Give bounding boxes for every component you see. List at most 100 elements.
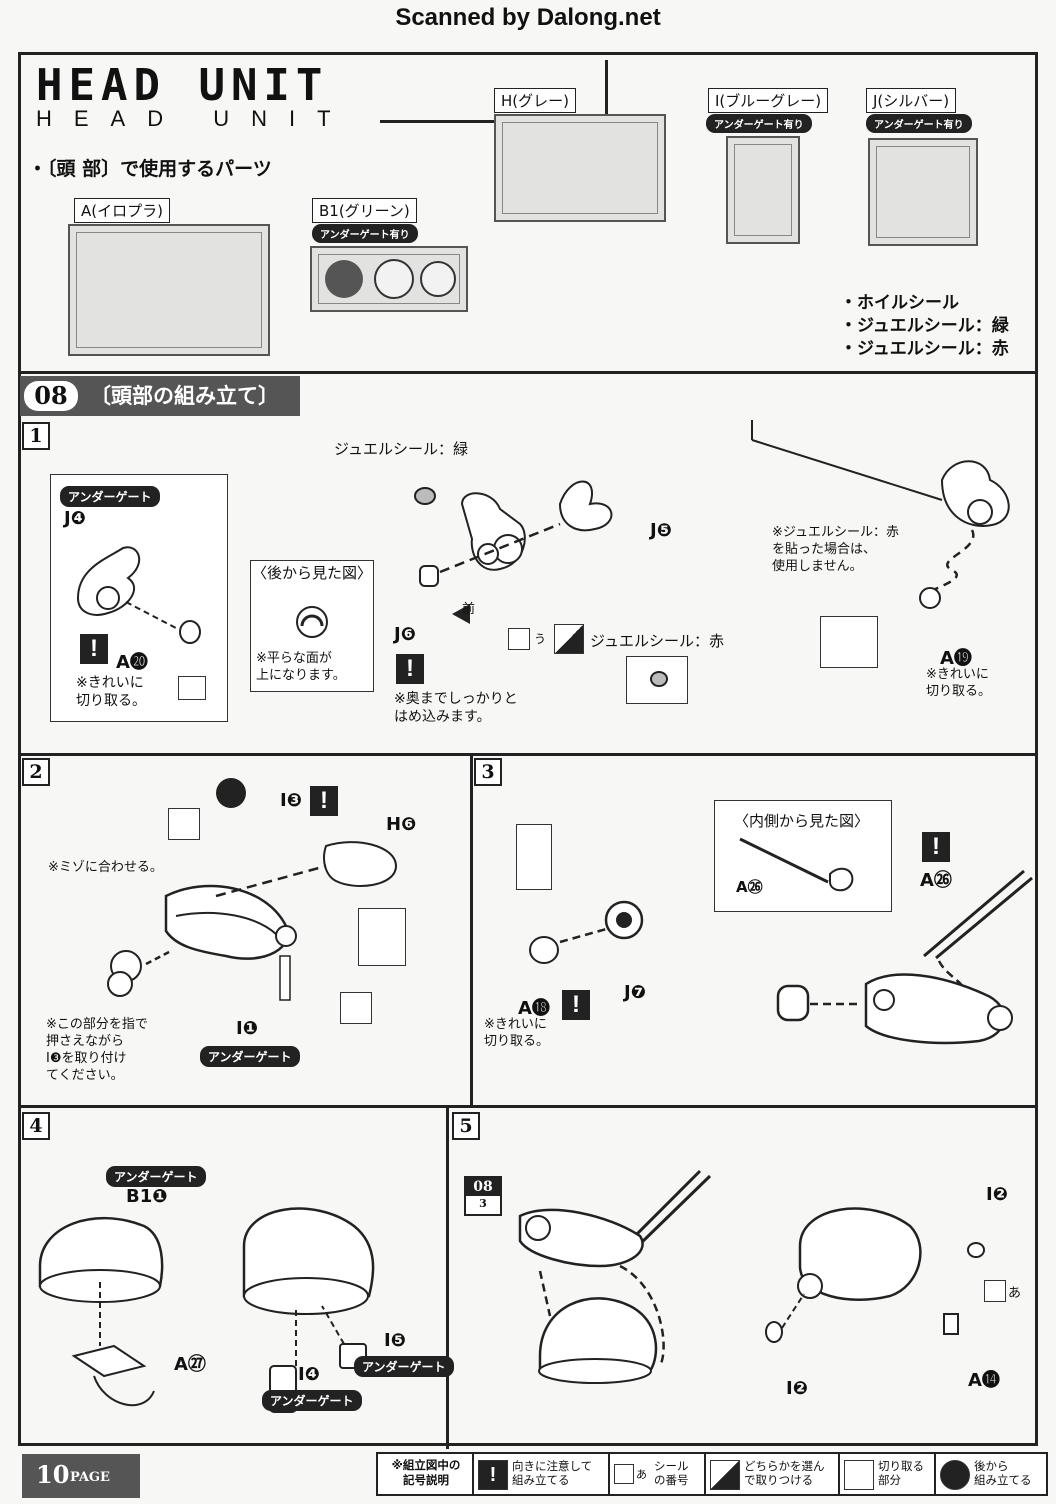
seal-u-symbol: う bbox=[534, 632, 547, 646]
legend-seal-text: シール の番号 bbox=[654, 1459, 689, 1487]
legend-cut: 切り取る 部分 bbox=[838, 1454, 936, 1494]
part-i4-label: I❹ bbox=[298, 1364, 320, 1385]
runner-b1-image bbox=[310, 246, 468, 312]
back-view-part-icon bbox=[296, 606, 328, 638]
step-number: 08 bbox=[24, 381, 78, 411]
runner-a-image bbox=[68, 224, 270, 356]
runner-j-image bbox=[868, 138, 978, 246]
red-seal-note: ※ジュエルシール：赤 を貼った場合は、 使用しません。 bbox=[772, 525, 899, 574]
jewel-green-label: ジュエルシール：緑 bbox=[334, 440, 468, 458]
runner-j-label: J(シルバー) bbox=[866, 88, 957, 113]
substep-4: 4 bbox=[22, 1112, 50, 1140]
a18-inset bbox=[516, 824, 552, 890]
ref-substep-number: 3 bbox=[479, 1197, 487, 1210]
part-a27-label: A㉗ bbox=[174, 1354, 206, 1375]
caution-icon: ! bbox=[478, 1460, 508, 1490]
jewel-red-inset bbox=[626, 656, 688, 704]
caution-icon: ! bbox=[80, 634, 108, 664]
caution-icon: ! bbox=[562, 990, 590, 1020]
panel3-right-assembly bbox=[776, 869, 1033, 1045]
seal-jewel-red: ・ジュエルシール：赤 bbox=[840, 339, 1009, 359]
panel1-right-assembly bbox=[751, 420, 1010, 609]
panel1-clean-cut-note: ※きれいに 切り取る。 bbox=[76, 675, 146, 709]
runner-b1-gate-badge: アンダーゲート有り bbox=[312, 224, 418, 243]
seal-jewel-green: ・ジュエルシール：緑 bbox=[840, 316, 1009, 336]
caution-icon: ! bbox=[922, 832, 950, 862]
part-j4-drawing bbox=[76, 546, 201, 644]
step-title: 〔頭部の組み立て〕 bbox=[90, 384, 279, 408]
caution-icon: ! bbox=[396, 654, 424, 684]
part-h6-label: H❻ bbox=[386, 814, 417, 835]
logo-subtitle: HEAD UNIT bbox=[36, 106, 353, 131]
page-number: 10 bbox=[36, 1460, 70, 1489]
symbol-legend: ※組立図中の 記号説明 ! 向きに注意して 組み立てる あ シール の番号 どち… bbox=[376, 1452, 1048, 1496]
divider-p2-p3 bbox=[470, 753, 473, 1108]
i3-inset bbox=[358, 908, 406, 966]
front-direction-label: 前 bbox=[462, 602, 476, 617]
legend-later: 後から 組み立てる bbox=[934, 1454, 1048, 1494]
part-a18-label: A⓲ bbox=[518, 998, 550, 1019]
runner-i-label: I(ブルーグレー) bbox=[708, 88, 829, 113]
divider-row2 bbox=[21, 1105, 1035, 1108]
inside-view-inset bbox=[714, 800, 892, 912]
push-in-note: ※奥までしっかりと はめ込みます。 bbox=[394, 691, 518, 725]
part-j6-label: J❻ bbox=[394, 624, 416, 645]
runner-a-label: A(イロプラ) bbox=[74, 198, 170, 223]
seal-a-symbol: あ bbox=[1008, 1286, 1022, 1301]
seal-list: ・ホイルシール ・ジュエルシール：緑 ・ジュエルシール：赤 bbox=[840, 292, 1009, 361]
legend-later-text: 後から 組み立てる bbox=[974, 1459, 1032, 1487]
substep-1: 1 bbox=[22, 422, 50, 450]
cut-gate-icon bbox=[178, 676, 206, 700]
part-i5-label: I❺ bbox=[384, 1330, 406, 1351]
page-number-badge: 10 PAGE bbox=[22, 1454, 140, 1498]
part-b1-label: B1❶ bbox=[126, 1186, 168, 1207]
press-note: ※この部分を指で 押さえながら I❸を取り付け てください。 bbox=[46, 1017, 148, 1083]
a18-clean-cut-note: ※きれいに 切り取る。 bbox=[484, 1017, 550, 1049]
divider-p4-p5 bbox=[446, 1105, 449, 1449]
cut-part-icon-2 bbox=[340, 992, 372, 1024]
substep-3: 3 bbox=[474, 758, 502, 786]
part-j5-label: J❺ bbox=[650, 520, 672, 541]
seal-foil: ・ホイルシール bbox=[840, 293, 959, 313]
substep-5: 5 bbox=[452, 1112, 480, 1140]
seal-number-icon bbox=[508, 628, 530, 650]
panel4-under-gate-badge: アンダーゲート bbox=[106, 1166, 206, 1187]
back-view-title: 〈後から見た図〉 bbox=[252, 564, 373, 582]
runner-j-gate-badge: アンダーゲート有り bbox=[866, 114, 972, 133]
i5-under-gate-badge: アンダーゲート bbox=[354, 1356, 454, 1377]
part-a26b-label: A㉖ bbox=[920, 870, 952, 891]
flat-side-note: ※平らな面が 上になります。 bbox=[256, 651, 346, 683]
runner-h-label: H(グレー) bbox=[494, 88, 576, 113]
cut-part-icon bbox=[168, 808, 200, 840]
legend-title: ※組立図中の 記号説明 bbox=[391, 1458, 461, 1487]
assemble-later-icon bbox=[940, 1460, 970, 1490]
panel1-main-assembly bbox=[414, 480, 613, 624]
runner-h-image bbox=[494, 114, 666, 222]
panel2-under-gate-badge: アンダーゲート bbox=[200, 1046, 300, 1067]
part-j7-label: J❼ bbox=[624, 982, 646, 1003]
a19-clean-cut-note: ※きれいに 切り取る。 bbox=[926, 667, 992, 699]
parts-title: ・〔頭 部〕で使用するパーツ bbox=[28, 158, 272, 180]
divider-parts bbox=[21, 371, 1035, 374]
manual-page-frame bbox=[18, 52, 1038, 1449]
runner-i-gate-badge: アンダーゲート有り bbox=[706, 114, 812, 133]
caution-icon: ! bbox=[310, 786, 338, 816]
choose-one-icon bbox=[554, 624, 584, 654]
choose-one-icon bbox=[710, 1460, 740, 1490]
logo-title: HEAD UNIT bbox=[36, 60, 329, 111]
groove-note: ※ミゾに合わせる。 bbox=[48, 860, 163, 875]
divider-row1 bbox=[21, 753, 1035, 756]
legend-choose-text: どちらかを選ん で取りつける bbox=[744, 1459, 825, 1487]
seal-number-icon bbox=[614, 1464, 634, 1484]
jewel-red-label: ジュエルシール：赤 bbox=[590, 632, 724, 650]
part-a20-label: A⓴ bbox=[116, 652, 148, 673]
legend-choose: どちらかを選ん で取りつける bbox=[704, 1454, 840, 1494]
page-word: PAGE bbox=[70, 1470, 110, 1485]
assemble-later-icon bbox=[216, 778, 246, 808]
part-a19-label: A⓳ bbox=[940, 648, 972, 669]
reference-step-box: 08 3 bbox=[464, 1176, 502, 1216]
runner-b1-label: B1(グリーン) bbox=[312, 198, 417, 223]
legend-caution-text: 向きに注意して 組み立てる bbox=[512, 1459, 593, 1487]
ref-step-number: 08 bbox=[466, 1178, 500, 1196]
legend-seal: あ シール の番号 bbox=[608, 1454, 706, 1494]
